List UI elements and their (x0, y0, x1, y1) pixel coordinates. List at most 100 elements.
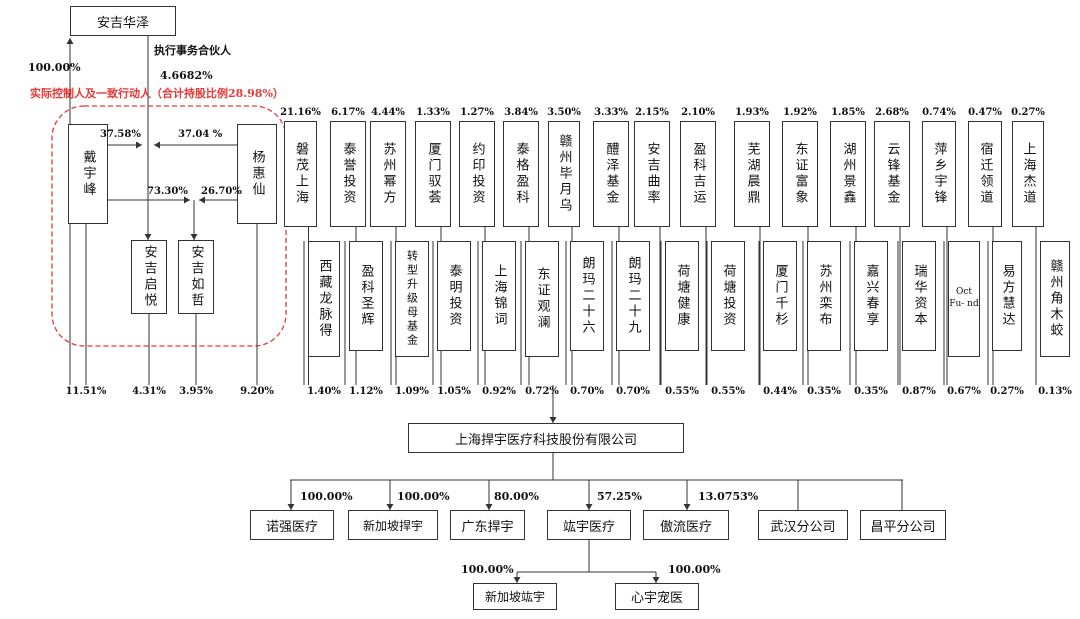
lower-pct-11: 0.35% (807, 386, 841, 397)
upper-pct-13: 2.68% (875, 107, 909, 118)
investor-lower-1: 盈科圣辉 (349, 241, 383, 351)
arrow-to-ruzhe (190, 234, 198, 240)
lower-pct-8: 0.55% (665, 386, 699, 397)
lower-pct-12: 0.35% (854, 386, 888, 397)
investor-lower-8: 荷塘健康 (665, 241, 699, 351)
investor-lower-12: 嘉兴春享 (854, 241, 888, 351)
lower-pct-0: 1.40% (307, 386, 341, 397)
lower-pct-7: 0.70% (616, 386, 650, 397)
upper-pct-10: 1.93% (735, 107, 769, 118)
investor-upper-2: 苏州幂方 (370, 121, 406, 227)
yang-ruzhe-pct: 26.70% (201, 186, 242, 197)
sub-pct-2: 80.00% (494, 490, 539, 503)
huaze-pct: 100.00% (28, 61, 81, 74)
subsidiary-4: 傲流医疗 (643, 510, 729, 540)
investor-upper-3: 厦门驭荟 (415, 121, 451, 227)
gp-label: 执行事务合伙人 (154, 44, 231, 57)
upper-pct-14: 0.74% (922, 107, 956, 118)
investor-upper-6: 赣州毕月乌 (548, 121, 580, 227)
subsidiary-3: 竑宇医疗 (547, 510, 631, 540)
lower-pct-3: 1.05% (437, 386, 471, 397)
lower-pct-10: 0.44% (763, 386, 797, 397)
investor-lower-16: 赣州角木蛟 (1040, 241, 1070, 357)
sub-pct-0: 100.00% (300, 490, 353, 503)
investor-lower-2: 转型升级母基金 (395, 241, 429, 357)
upper-pct-16: 0.27% (1011, 107, 1045, 118)
investor-lower-14: Oct Fu- nd (948, 241, 980, 357)
upper-pct-11: 1.92% (783, 107, 817, 118)
investor-upper-8: 安吉曲率 (634, 121, 670, 227)
arrow-dai-center (136, 141, 142, 149)
node-anji-qiyue: 安吉启悦 (131, 240, 167, 314)
node-anji-ruzhe: 安吉如哲 (178, 240, 214, 314)
subsidiary-5: 武汉分公司 (758, 510, 848, 540)
arrow-yang-center (154, 141, 160, 149)
arrow-sub-2 (485, 504, 493, 510)
investor-lower-11: 苏州栾布 (807, 241, 841, 351)
investor-upper-12: 湖州景鑫 (830, 121, 866, 227)
lower-pct-9: 0.55% (711, 386, 745, 397)
upper-pct-1: 6.17% (331, 107, 365, 118)
investor-upper-13: 云锋基金 (874, 121, 910, 227)
lower-pct-16: 0.13% (1038, 386, 1072, 397)
lower-pct-15: 0.27% (990, 386, 1024, 397)
lower-pct-13: 0.87% (902, 386, 936, 397)
lower-pct-5: 0.72% (525, 386, 559, 397)
subsidiary-1: 新加坡捍宇 (348, 510, 438, 540)
node-dai-yufeng: 戴宇峰 (68, 124, 108, 224)
investor-lower-15: 易方慧达 (992, 241, 1022, 351)
controller-pct-3: 9.20% (240, 386, 274, 397)
lower-pct-4: 0.92% (482, 386, 516, 397)
investor-lower-3: 泰明投资 (437, 241, 471, 351)
controller-label: 实际控制人及一致行动人（合计持股比例28.98%） (30, 87, 284, 100)
investor-upper-0: 磐茂上海 (284, 121, 317, 227)
investor-upper-11: 东证富象 (782, 121, 818, 227)
lower-pct-14: 0.67% (947, 386, 981, 397)
investor-lower-5: 东证观澜 (525, 241, 559, 357)
arrow-sub-4 (683, 504, 691, 510)
controller-pct-2: 3.95% (179, 386, 213, 397)
arrow-sub-1 (386, 504, 394, 510)
investor-upper-16: 上海杰道 (1012, 121, 1044, 227)
node-yang-huixian: 杨惠仙 (237, 124, 277, 224)
sub-pct-3: 57.25% (597, 490, 642, 503)
arrow-to-company (549, 417, 557, 423)
upper-pct-0: 21.16% (280, 107, 321, 118)
upper-pct-5: 3.84% (504, 107, 538, 118)
investor-lower-10: 厦门千杉 (763, 241, 797, 351)
investor-upper-1: 泰誉投资 (330, 121, 366, 227)
upper-pct-12: 1.85% (831, 107, 865, 118)
investor-lower-6: 朗玛二十六 (570, 241, 604, 351)
investor-upper-10: 芜湖晨鼎 (734, 121, 770, 227)
investor-upper-5: 泰格盈科 (503, 121, 539, 227)
investor-lower-9: 荷塘投资 (711, 241, 745, 351)
dai-qiyue-pct: 73.30% (147, 186, 188, 197)
node-company: 上海捍宇医疗科技股份有限公司 (408, 423, 684, 453)
subsub-pct-1: 100.00% (668, 563, 721, 576)
lower-pct-6: 0.70% (570, 386, 604, 397)
upper-pct-3: 1.33% (416, 107, 450, 118)
arrow-dai-ruzhe (184, 196, 190, 204)
upper-pct-15: 0.47% (968, 107, 1002, 118)
lower-pct-2: 1.09% (395, 386, 429, 397)
upper-pct-7: 3.33% (594, 107, 628, 118)
gp-pct: 4.6682% (160, 69, 213, 82)
subsidiary-6: 昌平分公司 (860, 510, 946, 540)
arrow-to-qiyue-gp (144, 234, 152, 240)
sub-sub-1: 心宇宠医 (615, 583, 699, 610)
investor-upper-14: 萍乡宇锋 (922, 121, 956, 227)
controller-pct-0: 11.51% (65, 386, 107, 397)
investor-upper-9: 盈科吉运 (680, 121, 716, 227)
investor-lower-4: 上海锦词 (482, 241, 516, 351)
upper-pct-9: 2.10% (681, 107, 715, 118)
node-anji-huaze: 安吉华泽 (70, 6, 176, 36)
arrow-yang-ruzhe (199, 196, 205, 204)
dai-to-yang-pct: 37.58% (100, 129, 141, 140)
arrow-sub-0 (287, 504, 295, 510)
investor-upper-15: 宿迁领道 (968, 121, 1002, 227)
investor-lower-13: 瑞华资本 (902, 241, 936, 351)
sub-pct-4: 13.0753% (698, 490, 759, 503)
investor-upper-4: 约印投资 (459, 121, 495, 227)
sub-pct-1: 100.00% (397, 490, 450, 503)
